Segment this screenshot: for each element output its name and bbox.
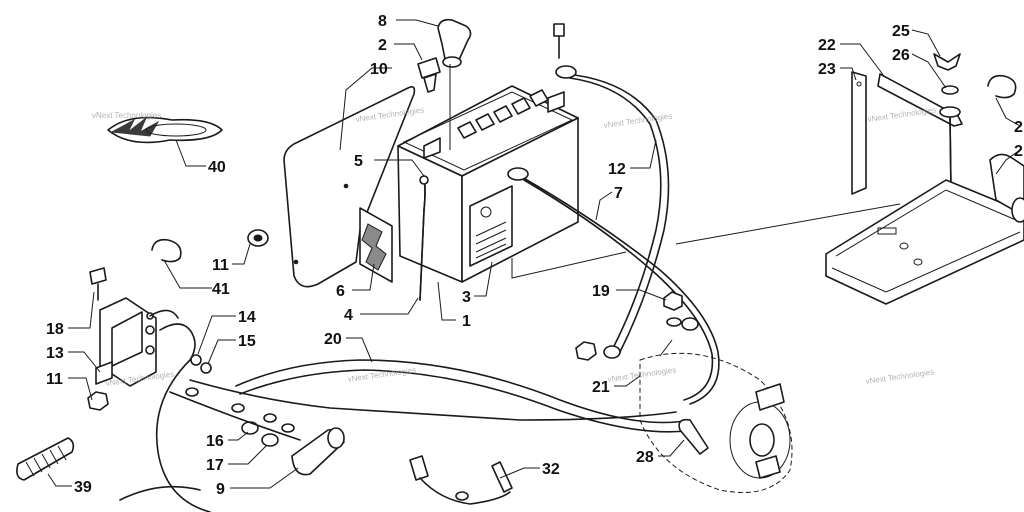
callout-4: 4 bbox=[344, 307, 353, 324]
battery-positive-terminal bbox=[547, 91, 565, 113]
solenoid-bolt bbox=[89, 267, 107, 301]
grommet bbox=[247, 229, 269, 247]
nut-17 bbox=[261, 433, 279, 447]
watermark-text: vNext Technologies bbox=[867, 105, 937, 124]
starter-motor bbox=[639, 339, 793, 493]
battery-negative-terminal bbox=[423, 137, 441, 159]
spring bbox=[16, 437, 75, 481]
callout-25: 25 bbox=[892, 23, 910, 40]
battery-pad bbox=[359, 207, 393, 283]
callout-20: 20 bbox=[324, 331, 342, 348]
connector bbox=[409, 455, 513, 505]
callout-21: 21 bbox=[592, 379, 610, 396]
watermark-text: vNext Technologies bbox=[347, 365, 417, 384]
callout-32: 32 bbox=[542, 461, 560, 478]
callout-27-partial: 2 bbox=[1014, 119, 1023, 136]
mounting-bracket bbox=[851, 71, 867, 195]
callout-39: 39 bbox=[74, 479, 92, 496]
retaining-ring-right bbox=[987, 74, 1017, 99]
callout-41: 41 bbox=[212, 281, 230, 298]
callout-11-bottom: 11 bbox=[46, 371, 63, 388]
callout-22: 22 bbox=[818, 37, 836, 54]
callout-18: 18 bbox=[46, 321, 64, 338]
callout-26: 26 bbox=[892, 47, 910, 64]
callout-10: 10 bbox=[370, 61, 388, 78]
callout-13: 13 bbox=[46, 345, 64, 362]
battery bbox=[397, 85, 579, 283]
callout-11-top: 11 bbox=[212, 257, 229, 274]
callout-28: 28 bbox=[636, 449, 654, 466]
positive-cable bbox=[555, 65, 670, 359]
cable-clamp bbox=[678, 418, 709, 455]
callout-24-partial: 2 bbox=[1014, 143, 1023, 160]
callout-8: 8 bbox=[378, 13, 387, 30]
battery-cover-plate bbox=[283, 86, 416, 288]
callout-7: 7 bbox=[614, 185, 623, 202]
wire-harness bbox=[119, 309, 695, 512]
callout-5: 5 bbox=[354, 153, 363, 170]
callout-labels: 8 2 10 5 40 11 41 6 4 3 1 12 7 19 18 13 … bbox=[46, 13, 1023, 498]
callout-2: 2 bbox=[378, 37, 387, 54]
callout-3: 3 bbox=[462, 289, 471, 306]
washer-row bbox=[185, 387, 295, 433]
watermark-text: vNext Technologies bbox=[865, 367, 935, 386]
wing-nut bbox=[933, 53, 961, 71]
callout-23: 23 bbox=[818, 61, 836, 78]
vent-fitting bbox=[417, 57, 441, 93]
terminal-nut-15 bbox=[200, 362, 212, 374]
reference-line bbox=[675, 203, 901, 245]
watermark-text: vNext Technologies bbox=[607, 365, 677, 384]
callout-14: 14 bbox=[238, 309, 256, 326]
solenoid-nut bbox=[87, 391, 109, 411]
callout-12: 12 bbox=[608, 161, 626, 178]
reference-bracket bbox=[511, 251, 627, 279]
watermark-text: vNext Technologies bbox=[603, 111, 673, 130]
callout-6: 6 bbox=[336, 283, 345, 300]
callout-40: 40 bbox=[208, 159, 226, 176]
callout-15: 15 bbox=[238, 333, 256, 350]
cable-end-nut bbox=[575, 341, 597, 361]
decal bbox=[107, 116, 223, 144]
callout-9: 9 bbox=[216, 481, 225, 498]
nut-19 bbox=[663, 291, 683, 327]
callout-17: 17 bbox=[206, 457, 224, 474]
washer bbox=[939, 85, 961, 118]
terminal-boot-9 bbox=[291, 427, 345, 476]
terminal-nut-14 bbox=[190, 354, 202, 366]
callout-16: 16 bbox=[206, 433, 224, 450]
callout-19: 19 bbox=[592, 283, 610, 300]
starter-solenoid bbox=[95, 297, 157, 387]
cable-screw bbox=[553, 23, 565, 59]
leader-lines bbox=[47, 19, 1021, 489]
terminal-boot bbox=[437, 18, 472, 68]
watermark-text: vNext Technologies bbox=[92, 111, 161, 120]
retaining-ring bbox=[151, 238, 182, 263]
callout-1: 1 bbox=[462, 313, 471, 330]
